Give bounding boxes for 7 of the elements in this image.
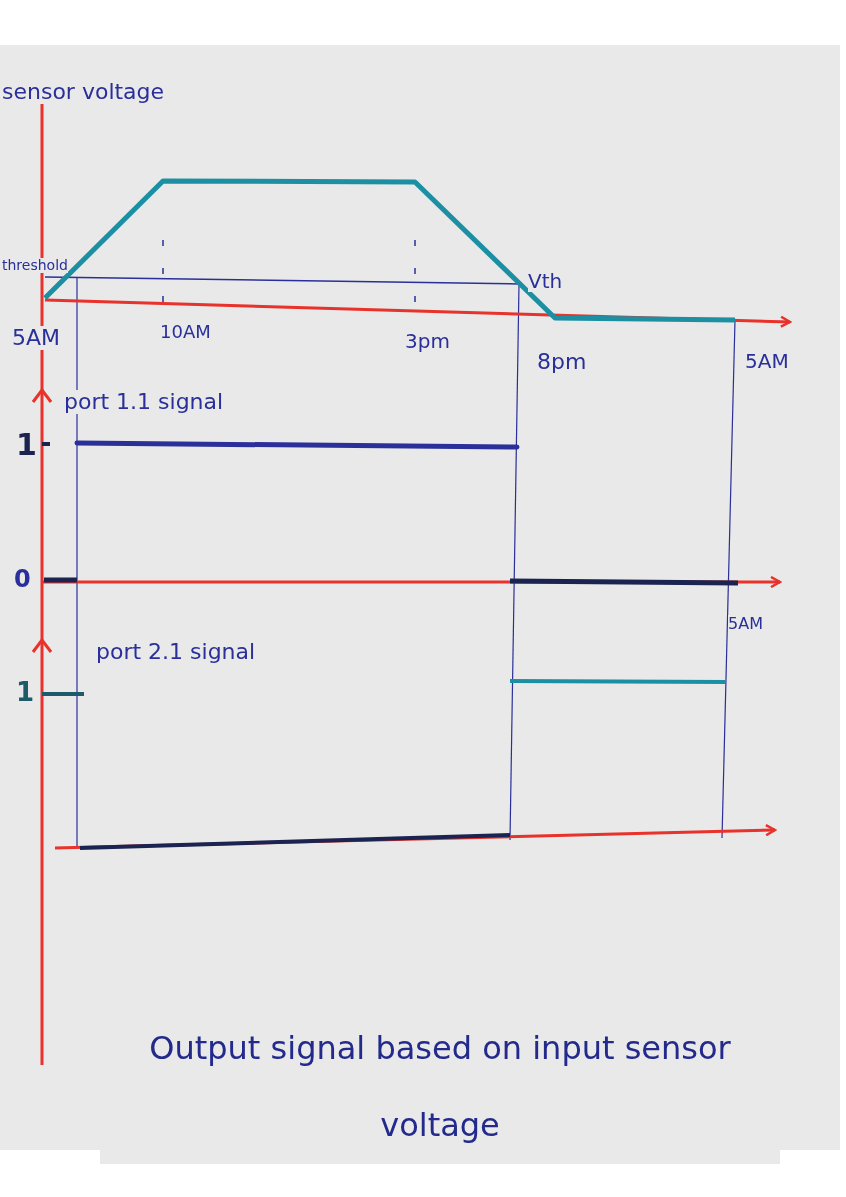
axis-label: threshold: [2, 258, 68, 274]
axis-label: Vth: [528, 270, 563, 292]
axis-label: sensor voltage: [2, 80, 165, 105]
axis-label: port 2.1 signal: [96, 640, 256, 665]
axis-label: port 1.1 signal: [64, 390, 224, 415]
time-label: 8pm: [537, 350, 587, 375]
time-label: 5AM: [12, 326, 61, 351]
